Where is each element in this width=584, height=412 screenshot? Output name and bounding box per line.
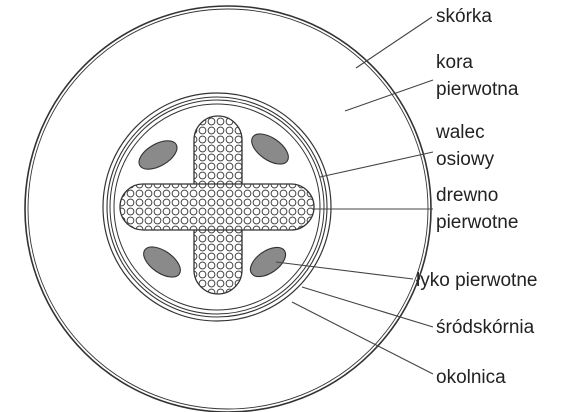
label-drewno-line2: pierwotne <box>436 212 518 233</box>
leader-walec <box>320 152 433 177</box>
label-drewno-line1: drewno <box>436 185 498 206</box>
label-srodskornia: śródskórnia <box>436 317 535 338</box>
xylem-center-patch <box>195 186 241 228</box>
label-walec-line2: osiowy <box>436 149 495 170</box>
label-walec-line1: walec <box>435 122 485 143</box>
leader-okolnica <box>292 302 433 374</box>
phloem-patch-top-left <box>134 135 181 175</box>
leader-skorka <box>356 17 432 68</box>
phloem-patch-bottom-left <box>138 241 185 283</box>
phloem-patch-top-right <box>246 128 293 170</box>
label-okolnica: okolnica <box>436 367 506 388</box>
label-kora-line2: pierwotna <box>436 79 519 100</box>
phloem-patch-bottom-right <box>245 242 290 283</box>
label-kora-line1: kora <box>436 52 473 73</box>
leader-lyko <box>276 262 413 279</box>
xylem-cross <box>120 116 314 294</box>
label-skorka: skórka <box>436 6 492 27</box>
label-lyko: łyko pierwotne <box>416 270 537 291</box>
